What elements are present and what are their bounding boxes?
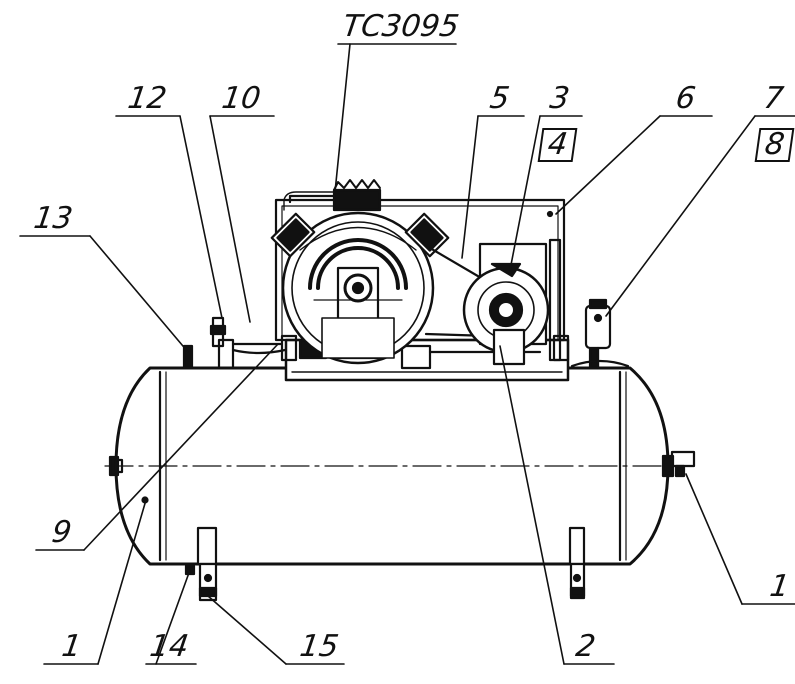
callout-12: 13 <box>31 201 75 236</box>
tank-top-fittings <box>182 316 630 370</box>
motor-pulley <box>462 242 550 366</box>
callout-14: 14 <box>147 629 191 664</box>
callout-8: 8 <box>754 127 795 162</box>
outlet-valve-right <box>661 450 696 478</box>
drain-fitting-left <box>108 455 124 477</box>
receiver-tank <box>104 366 691 566</box>
pressure-switch <box>584 298 612 370</box>
belt-guard <box>274 191 566 362</box>
callout-15: 15 <box>297 629 341 664</box>
compressor-pump <box>270 179 450 365</box>
callout-10: 10 <box>219 81 263 116</box>
callout-13: 12 <box>125 81 169 116</box>
tank-feet <box>184 526 586 602</box>
callout-4: 4 <box>537 127 578 162</box>
model-label: TC3095 <box>340 9 462 44</box>
leader-lines <box>19 43 795 665</box>
